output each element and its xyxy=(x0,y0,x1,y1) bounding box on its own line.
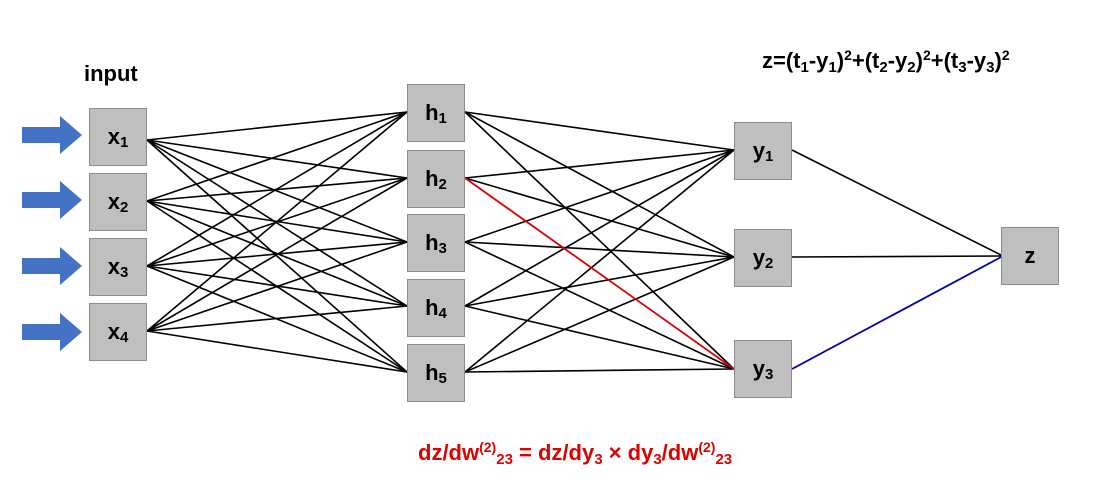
edge-x2-h1 xyxy=(146,111,408,202)
edge-x4-h5 xyxy=(146,330,408,373)
edge-x4-h3 xyxy=(146,241,408,332)
edge-x1-h2 xyxy=(146,139,408,179)
edge-h4-y3 xyxy=(464,305,735,370)
edge-h5-y2 xyxy=(464,256,735,373)
edge-x1-h3 xyxy=(146,139,408,243)
edge-x4-h1 xyxy=(146,111,408,332)
edge-h1-y3 xyxy=(464,111,735,370)
edge-x4-h2 xyxy=(146,177,408,332)
edge-h5-y3 xyxy=(464,368,735,373)
edge-y1-z xyxy=(791,149,1004,257)
input-label: input xyxy=(84,61,138,86)
input-arrow-icon xyxy=(22,181,82,219)
input-arrow-icon xyxy=(22,116,82,154)
edge-h2-y1 xyxy=(464,149,735,179)
edge-h5-y1 xyxy=(464,149,735,373)
input-arrow-icon xyxy=(22,313,82,351)
edge-h2-y3-highlight xyxy=(464,177,735,370)
edge-h4-y1 xyxy=(464,149,735,307)
edge-h3-y3 xyxy=(464,241,735,370)
edge-y2-z xyxy=(791,255,1004,258)
edge-y3-z-highlight xyxy=(791,255,1004,370)
loss-formula: z=(t1-y1)2+(t2-y2)2+(t3-y3)2 xyxy=(762,47,1010,76)
edge-x1-h1 xyxy=(146,111,408,141)
edge-h3-y1 xyxy=(464,149,735,243)
edge-x4-h4 xyxy=(146,305,408,332)
edge-x1-h4 xyxy=(146,139,408,307)
loss-node-z: z xyxy=(1001,227,1059,285)
edge-h1-y1 xyxy=(464,111,735,151)
edge-x3-h1 xyxy=(146,111,408,267)
edge-h1-y2 xyxy=(464,111,735,258)
edge-h3-y2 xyxy=(464,241,735,258)
edge-h2-y2 xyxy=(464,177,735,258)
edge-h4-y2 xyxy=(464,256,735,307)
input-arrow-icon xyxy=(22,247,82,285)
gradient-formula: dz/dw(2)23 = dz/dy3 × dy3/dw(2)23 xyxy=(418,439,733,468)
edge-x1-h5 xyxy=(146,139,408,373)
